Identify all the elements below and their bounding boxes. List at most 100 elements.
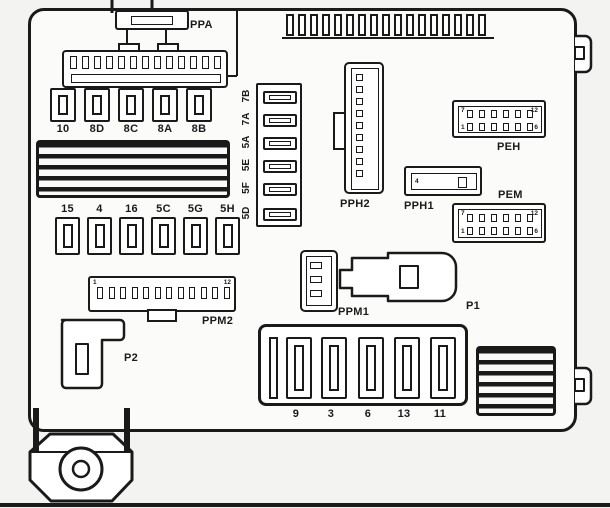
- fuse-slot-8b: [186, 88, 212, 122]
- right-clip-bottom: [574, 366, 593, 406]
- maxi-fuse-slot-6: [358, 337, 384, 399]
- fuse-slot-10: [50, 88, 76, 122]
- fuse-label-16: 16: [125, 203, 138, 215]
- pem-connector: 7 12 1 6: [452, 203, 546, 243]
- peh-pin-grid: [467, 110, 533, 131]
- top-comb-connector: [286, 14, 486, 36]
- pph1-connector: 4: [404, 166, 482, 196]
- maxi-fuse-label-6: 6: [364, 408, 372, 420]
- fuse-slot-15: [55, 217, 80, 255]
- right-clip-top: [574, 34, 593, 74]
- maxi-fuse-label-3: 3: [327, 408, 335, 420]
- ppm2-pin-right: 12: [223, 279, 231, 286]
- ribbed-module-right: [476, 346, 556, 416]
- fuse-label-8d: 8D: [89, 123, 105, 135]
- relay-p1: [338, 251, 458, 303]
- grommet-hole-inner: [71, 459, 91, 479]
- peh-label: PEH: [497, 141, 521, 153]
- ppm2-label: PPM2: [202, 315, 234, 327]
- fuse-slot-8a: [152, 88, 178, 122]
- ppa-connector-tab: [115, 10, 189, 30]
- pem-pin-bottom-left: 1: [461, 228, 465, 235]
- mini-fuse-5d: [263, 208, 297, 221]
- mini-fuse-5f: [263, 183, 297, 196]
- pph2-connector: [344, 62, 384, 194]
- maxi-fuse-slot-3: [321, 337, 347, 399]
- ppa-label: PPA: [190, 19, 213, 31]
- peh-pin-bottom-left: 1: [461, 124, 465, 131]
- pem-pin-bottom-right: 6: [534, 228, 538, 235]
- grommet: [28, 408, 134, 503]
- mini-fuse-label-5d: 5D: [240, 206, 252, 220]
- mini-fuse-label-7b: 7B: [240, 89, 252, 103]
- fuse-label-5h: 5H: [220, 203, 235, 215]
- pem-pin-top-left: 7: [461, 210, 465, 217]
- mini-fuse-label-5e: 5E: [240, 158, 252, 172]
- maxi-fuse-block: [258, 324, 468, 406]
- ppa-tab-slot: [131, 16, 173, 25]
- left-multipin-connector: [62, 50, 228, 88]
- fuse-label-8a: 8A: [157, 123, 173, 135]
- peh-pin-bottom-right: 6: [534, 124, 538, 131]
- maxi-fuse-label-13: 13: [397, 408, 411, 420]
- fuse-slot-16: [119, 217, 144, 255]
- ppm1-pin-column: [310, 262, 322, 297]
- pem-pin-top-right: 12: [530, 210, 538, 217]
- maxi-fuse-slot-9: [286, 337, 312, 399]
- connector-p2: [60, 318, 126, 390]
- fuse-label-4: 4: [96, 203, 103, 215]
- grommet-wire-right: [124, 408, 130, 453]
- maxi-fuse-slot-11: [430, 337, 456, 399]
- mini-fuse-label-5f: 5F: [240, 182, 252, 194]
- mini-fuse-column: [256, 83, 302, 227]
- peh-pin-top-left: 7: [461, 107, 465, 114]
- grommet-wire-left: [33, 408, 39, 453]
- mini-fuse-label-7a: 7A: [240, 112, 252, 126]
- pem-pin-grid: [467, 214, 533, 235]
- mini-fuse-5a: [263, 137, 297, 150]
- grommet-hole-outer: [58, 446, 104, 492]
- maxi-fuse-label-9: 9: [292, 408, 300, 420]
- p2-label: P2: [124, 352, 139, 364]
- fuse-label-10: 10: [56, 123, 70, 135]
- pph2-label: PPH2: [340, 198, 370, 210]
- pph1-inner: [411, 173, 477, 190]
- ppm1-connector: [300, 250, 338, 312]
- maxi-fuse-slot-narrow: [269, 337, 278, 399]
- fuse-label-5g: 5G: [187, 203, 204, 215]
- fuse-slot-4: [87, 217, 112, 255]
- left-connector-bar: [71, 74, 221, 83]
- fuse-slot-5g: [183, 217, 208, 255]
- peh-connector: 7 12 1 6: [452, 100, 546, 138]
- mini-fuse-label-5a: 5A: [240, 135, 252, 149]
- pph1-key-slot: [458, 177, 467, 188]
- ppm2-bottom-tab: [147, 309, 177, 322]
- pph1-pin-number: 4: [415, 178, 419, 185]
- ppm2-pin-comb: [97, 287, 230, 299]
- mini-fuse-7a: [263, 114, 297, 127]
- pph2-inner: [351, 68, 379, 190]
- peh-pin-top-right: 12: [530, 107, 538, 114]
- fuse-label-5c: 5C: [156, 203, 171, 215]
- fuse-slot-5h: [215, 217, 240, 255]
- pph2-pin-column: [356, 74, 363, 177]
- fuse-label-15: 15: [61, 203, 74, 215]
- ppm1-label: PPM1: [338, 306, 370, 318]
- ppm2-connector: 1 12: [88, 276, 236, 312]
- fuse-label-8c: 8C: [123, 123, 139, 135]
- fuse-slot-8d: [84, 88, 110, 122]
- pem-label: PEM: [498, 189, 523, 201]
- mini-fuse-7b: [263, 91, 297, 104]
- fuse-slot-8c: [118, 88, 144, 122]
- p1-label: P1: [466, 300, 481, 312]
- mini-fuse-5e: [263, 160, 297, 173]
- pph1-label: PPH1: [404, 200, 434, 212]
- maxi-fuse-slot-13: [394, 337, 420, 399]
- ppm2-pin-left: 1: [93, 279, 97, 286]
- maxi-fuse-label-11: 11: [433, 408, 447, 420]
- left-connector-pin-comb: [70, 56, 221, 69]
- fuse-label-8b: 8B: [191, 123, 207, 135]
- fuse-slot-5c: [151, 217, 176, 255]
